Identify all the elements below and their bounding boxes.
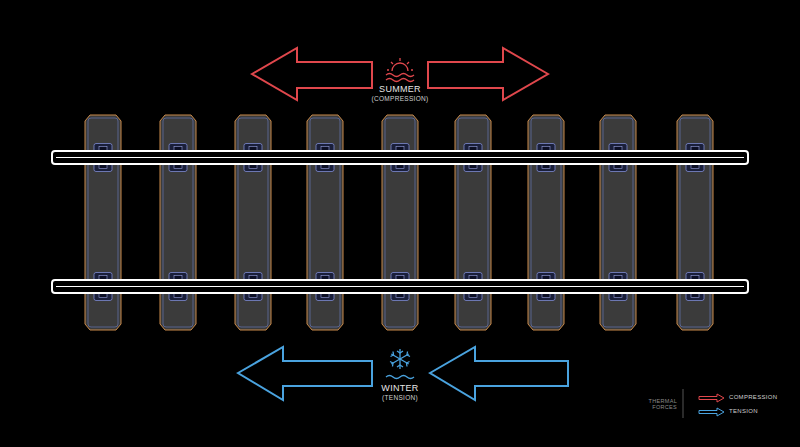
arrow-right: [428, 48, 548, 100]
sleeper: [677, 115, 713, 330]
sleepers: [85, 115, 713, 330]
top-rail-head: [56, 157, 744, 158]
sleeper: [382, 115, 418, 330]
legend-divider: [683, 389, 684, 418]
sleeper-inner-edge: [163, 118, 193, 327]
sleeper-body: [677, 115, 713, 330]
sleeper: [600, 115, 636, 330]
sleeper-inner-edge: [310, 118, 340, 327]
sleeper-body: [600, 115, 636, 330]
sleeper-inner-edge: [88, 118, 118, 327]
legend-arrow: [699, 408, 724, 416]
sleeper: [85, 115, 121, 330]
legend-arrow: [699, 394, 724, 402]
force-type-label: (COMPRESSION): [372, 95, 429, 102]
arrow-right-group: [430, 347, 568, 400]
sleeper-inner-edge: [238, 118, 268, 327]
snowflake-icon: [386, 349, 414, 379]
legend-text: TENSION: [729, 408, 758, 414]
sleeper-body: [528, 115, 564, 330]
sleeper-body: [382, 115, 418, 330]
sun-icon: [386, 58, 414, 82]
arrow-left: [252, 48, 372, 100]
compression-arrows: [252, 48, 548, 100]
bottom-rail-head: [56, 286, 744, 287]
legend-tension: TENSION: [697, 406, 797, 418]
sleeper: [235, 115, 271, 330]
season-label: SUMMER: [379, 85, 421, 95]
sleeper-inner-edge: [603, 118, 633, 327]
sleeper-body: [85, 115, 121, 330]
sleeper-body: [235, 115, 271, 330]
top-rail: [52, 151, 748, 164]
season-label: WINTER: [381, 384, 418, 394]
legend-compression: COMPRESSION: [697, 392, 797, 404]
legend-title: THERMAL FORCES: [643, 398, 677, 410]
legend-arrow-sample: [697, 392, 727, 404]
sleeper: [528, 115, 564, 330]
legend-arrow-sample: [697, 406, 727, 418]
bottom-rail: [52, 280, 748, 293]
sleeper-body: [160, 115, 196, 330]
rails: [52, 151, 748, 293]
tension-arrows: [238, 347, 568, 400]
sleeper-inner-edge: [680, 118, 710, 327]
force-type-label: (TENSION): [382, 394, 418, 401]
sleeper-body: [307, 115, 343, 330]
sleeper: [307, 115, 343, 330]
legend-text: COMPRESSION: [729, 394, 777, 400]
sleeper-body: [455, 115, 491, 330]
sleeper: [455, 115, 491, 330]
sleeper-inner-edge: [531, 118, 561, 327]
sleeper-inner-edge: [458, 118, 488, 327]
arrow-left: [238, 347, 372, 400]
sleeper: [160, 115, 196, 330]
sleeper-inner-edge: [385, 118, 415, 327]
